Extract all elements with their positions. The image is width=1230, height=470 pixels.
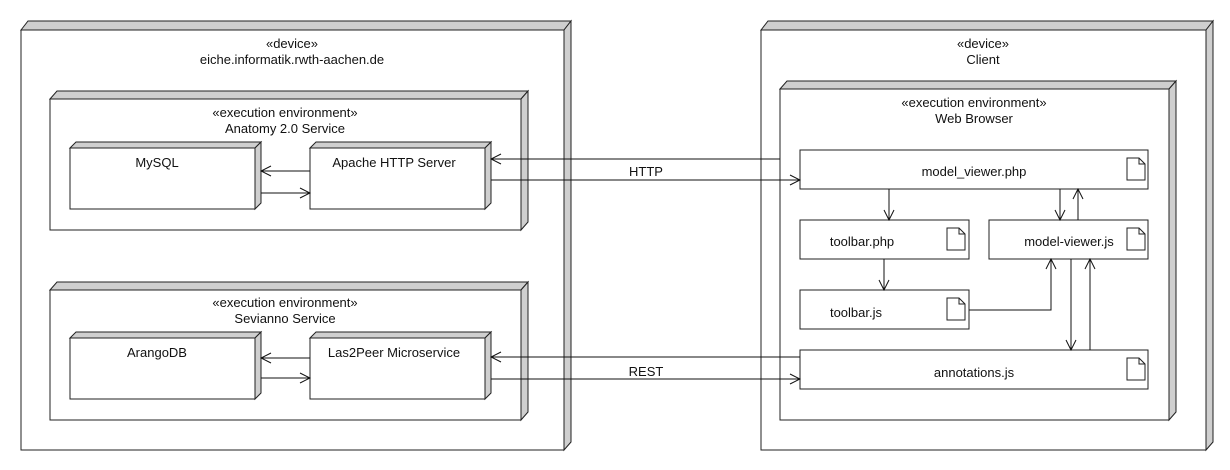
env-anatomy-name: Anatomy 2.0 Service (225, 121, 345, 136)
document-icon (1126, 157, 1146, 181)
connections: HTTP REST (261, 159, 1090, 379)
document-icon (946, 297, 966, 321)
artifact-model-viewer-js-label: model-viewer.js (1024, 234, 1114, 249)
env-sevianno-stereotype: «execution environment» (212, 295, 357, 310)
artifact-model-viewer-php[interactable]: model_viewer.php (799, 149, 1149, 190)
node-las2peer-microservice[interactable]: Las2Peer Microservice (308, 330, 493, 401)
device-server-stereotype: «device» (266, 36, 318, 51)
document-icon (1126, 227, 1146, 251)
node-apache-http-server[interactable]: Apache HTTP Server (308, 140, 493, 211)
env-sevianno-name: Sevianno Service (234, 311, 335, 326)
http-label: HTTP (629, 164, 663, 179)
node-mysql-label: MySQL (135, 155, 178, 170)
env-browser-stereotype: «execution environment» (901, 95, 1046, 110)
node-arangodb-label: ArangoDB (127, 345, 187, 360)
edge-toolbar-js-to-model-viewer-js (969, 259, 1051, 311)
node-apache-label: Apache HTTP Server (332, 155, 456, 170)
artifact-annotations-js-label: annotations.js (934, 365, 1015, 380)
device-server-name: eiche.informatik.rwth-aachen.de (200, 52, 384, 67)
artifact-toolbar-js[interactable]: toolbar.js (799, 289, 970, 330)
env-anatomy-stereotype: «execution environment» (212, 105, 357, 120)
artifact-model-viewer-php-label: model_viewer.php (922, 164, 1027, 179)
node-arangodb[interactable]: ArangoDB (68, 330, 263, 401)
rest-label: REST (629, 364, 664, 379)
document-icon (946, 227, 966, 251)
artifact-annotations-js[interactable]: annotations.js (799, 349, 1149, 390)
artifact-model-viewer-js[interactable]: model-viewer.js (988, 219, 1149, 260)
artifact-toolbar-php-label: toolbar.php (830, 234, 894, 249)
artifact-toolbar-php[interactable]: toolbar.php (799, 219, 970, 260)
document-icon (1126, 357, 1146, 381)
node-las2peer-label: Las2Peer Microservice (328, 345, 460, 360)
env-browser-name: Web Browser (935, 111, 1013, 126)
node-mysql[interactable]: MySQL (68, 140, 263, 211)
device-client-stereotype: «device» (957, 36, 1009, 51)
artifact-toolbar-js-label: toolbar.js (830, 305, 883, 320)
device-client-name: Client (966, 52, 1000, 67)
